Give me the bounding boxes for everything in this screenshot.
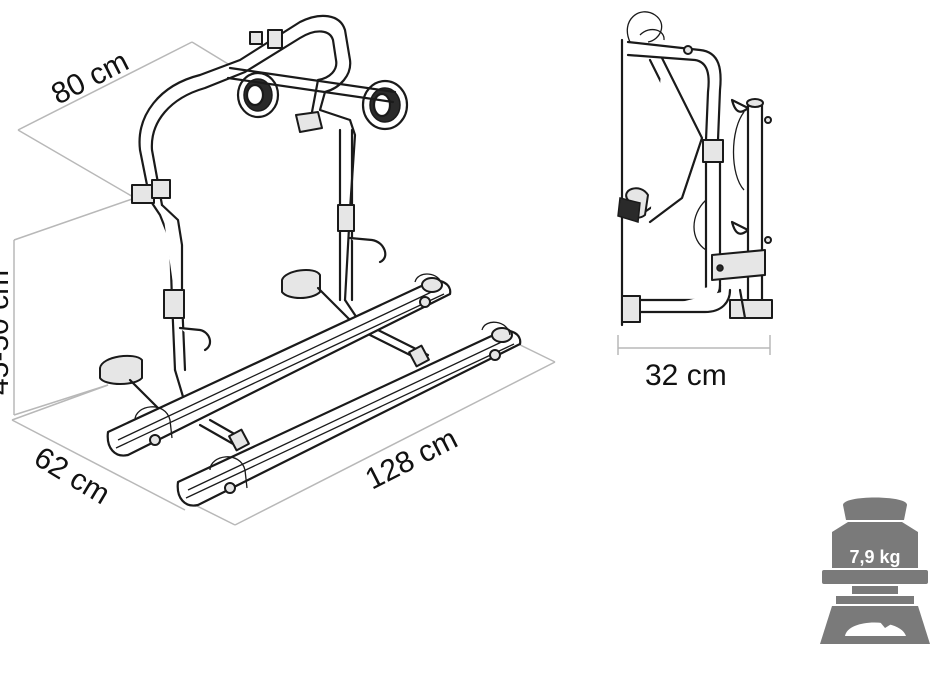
bike-rack-folded-view: 32 cm xyxy=(617,11,773,392)
height-dimension-label: 45-50 cm xyxy=(0,270,15,395)
dimension-lines xyxy=(11,41,556,526)
folded-depth-dimension-label: 32 cm xyxy=(645,359,727,392)
scale-weight-icon xyxy=(820,497,930,644)
width-dimension-label: 80 cm xyxy=(46,45,134,111)
weight-label: 7,9 kg xyxy=(849,547,900,567)
length-dimension-label: 128 cm xyxy=(360,422,463,496)
bike-rack-main-view xyxy=(99,14,522,507)
